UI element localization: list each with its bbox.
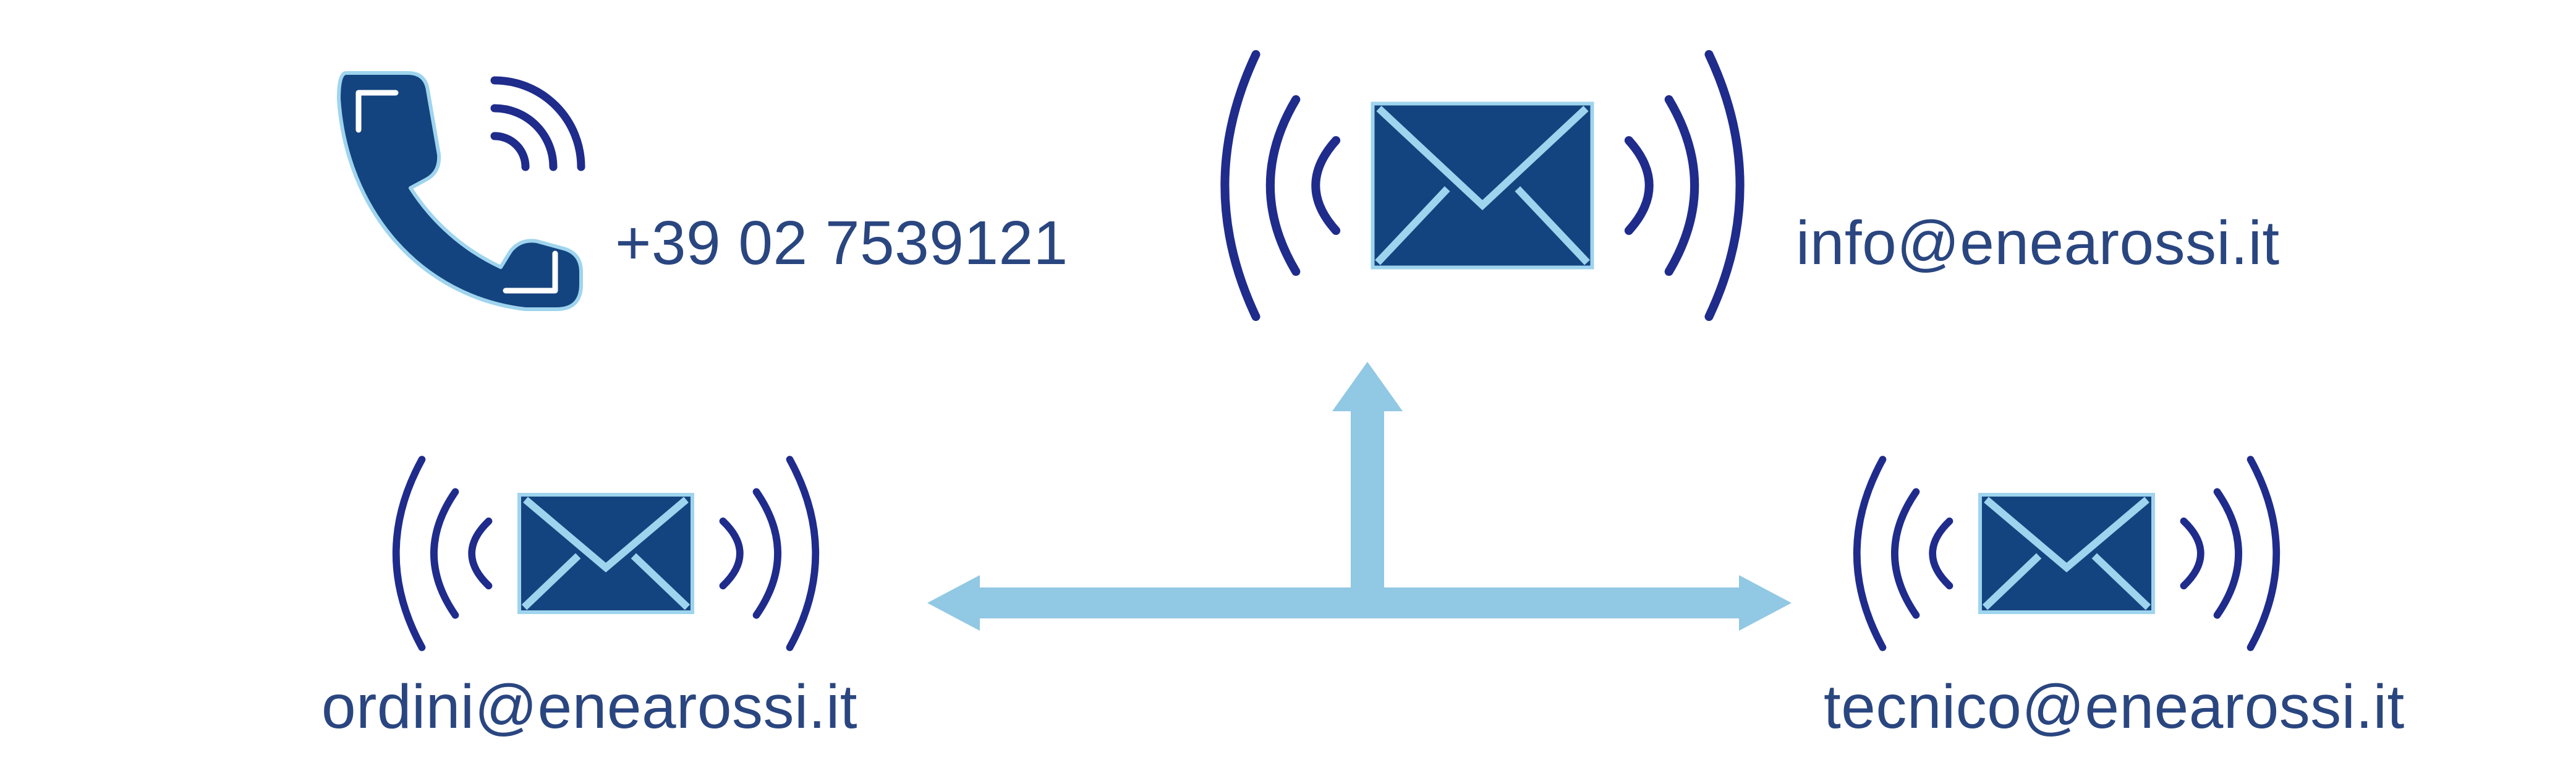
envelope-flap (1984, 497, 2149, 573)
envelope-icon-info (1220, 49, 1745, 322)
signal-wave-left-1 (1929, 517, 1953, 590)
signal-wave-left-2 (430, 488, 459, 619)
arrow-shape (927, 362, 1792, 631)
envelope-fold-right (631, 553, 691, 610)
signal-wave-right-1 (719, 517, 744, 590)
signal-wave-right-3 (786, 456, 819, 651)
signal-wave-left-1 (1311, 136, 1341, 235)
signal-wave-left-3 (1220, 49, 1260, 322)
envelope-fold-right (1515, 186, 1590, 265)
envelope-body (1371, 101, 1594, 270)
phone-signal-arc-3 (490, 76, 585, 171)
signal-wave-right-3 (2247, 456, 2280, 651)
envelope-flap (1376, 106, 1589, 211)
envelope-fold-left (1375, 186, 1450, 265)
phone-handset-highlight-top (355, 90, 399, 133)
envelope-icon-tecnico (1853, 456, 2280, 651)
envelope-fold-left (1982, 553, 2042, 610)
signal-wave-right-2 (1664, 95, 1699, 276)
envelope-fold-left (521, 553, 581, 610)
signal-wave-right-1 (2180, 517, 2204, 590)
tecnico-email-label[interactable]: tecnico@enearossi.it (1824, 672, 2405, 741)
signal-wave-right-1 (1624, 136, 1654, 235)
signal-wave-left-3 (1853, 456, 1887, 651)
signal-wave-right-3 (1704, 49, 1745, 322)
signal-wave-left-2 (1265, 95, 1301, 276)
phone-signal-arc-1 (490, 132, 530, 171)
signal-wave-left-3 (393, 456, 426, 651)
phone-icon (337, 71, 585, 311)
signal-wave-left-1 (468, 517, 493, 590)
phone-number-label[interactable]: +39 02 7539121 (615, 208, 1068, 278)
info-email-label[interactable]: info@enearossi.it (1796, 208, 2280, 278)
ordini-email-label[interactable]: ordini@enearossi.it (321, 672, 857, 741)
envelope-fold-right (2091, 553, 2151, 610)
signal-wave-right-2 (2213, 488, 2242, 619)
phone-handset-highlight-bottom (503, 250, 558, 294)
signal-wave-left-2 (1891, 488, 1920, 619)
phone-handset (337, 71, 583, 311)
phone-signal-arc-2 (490, 104, 558, 171)
envelope-icon-ordini (393, 456, 819, 651)
three-way-arrow-icon (927, 362, 1792, 631)
envelope-flap (523, 497, 689, 573)
signal-wave-right-2 (752, 488, 781, 619)
